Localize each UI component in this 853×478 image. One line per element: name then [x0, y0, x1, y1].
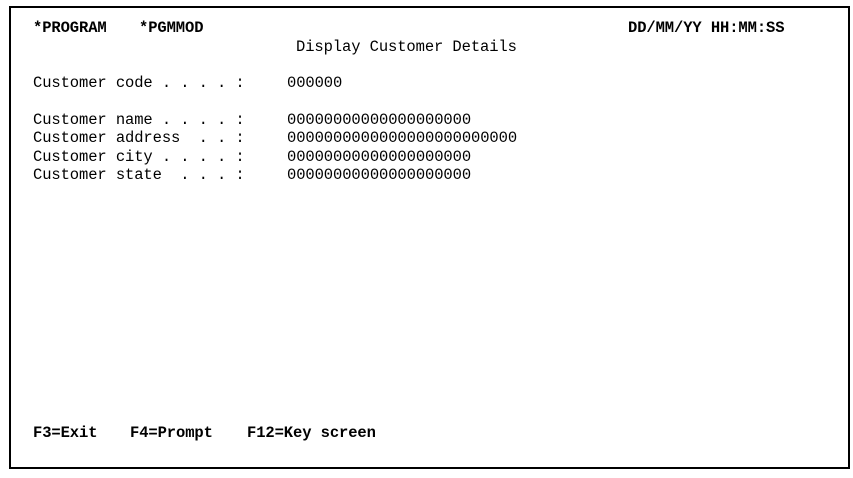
- customer-state-value: 00000000000000000000: [287, 166, 472, 184]
- customer-address-label: Customer address . . :: [33, 129, 245, 147]
- customer-city-label: Customer city . . . . :: [33, 148, 245, 166]
- screen-title: Display Customer Details: [296, 38, 517, 56]
- customer-name-label: Customer name . . . . :: [33, 111, 245, 129]
- date-time: DD/MM/YY HH:MM:SS: [628, 19, 785, 37]
- customer-name-value: 00000000000000000000: [287, 111, 472, 129]
- customer-city-value: 00000000000000000000: [287, 148, 472, 166]
- customer-state-label: Customer state . . . :: [33, 166, 245, 184]
- customer-code-value: 000000: [287, 74, 343, 92]
- customer-code-label: Customer code . . . . :: [33, 74, 245, 92]
- terminal-screen: *PROGRAM *PGMMOD DD/MM/YY HH:MM:SS Displ…: [9, 6, 850, 469]
- f4-prompt-key[interactable]: F4=Prompt: [130, 424, 213, 442]
- f12-key-screen-key[interactable]: F12=Key screen: [247, 424, 376, 442]
- program-module: *PGMMOD: [139, 19, 204, 37]
- customer-address-value: 0000000000000000000000000: [287, 129, 518, 147]
- f3-exit-key[interactable]: F3=Exit: [33, 424, 98, 442]
- program-name: *PROGRAM: [33, 19, 107, 37]
